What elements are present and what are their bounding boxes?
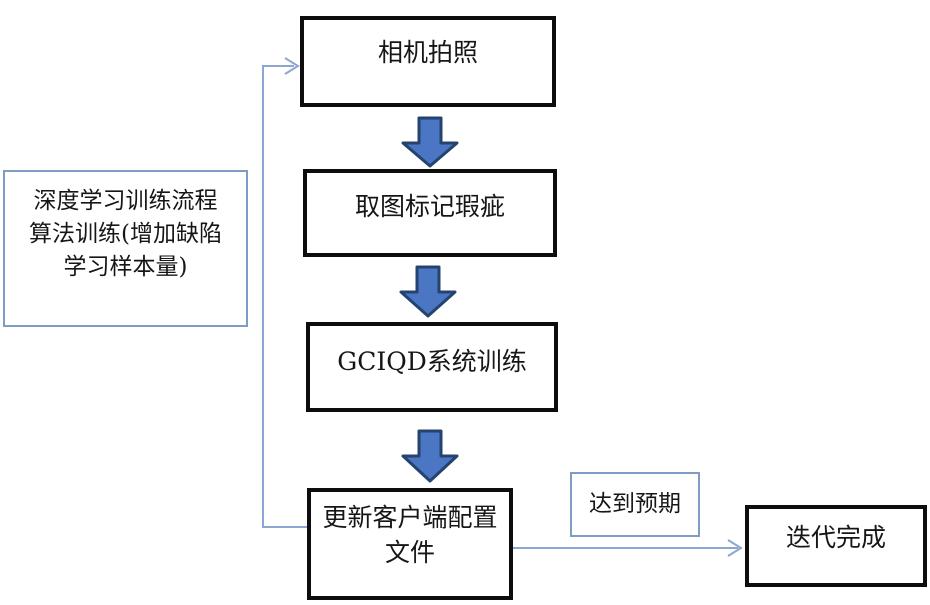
flow-node-system-training: GCIQD系统训练: [306, 322, 558, 412]
flow-node-label: 取图标记瑕疵: [354, 192, 505, 221]
down-arrow-icon: [401, 116, 459, 168]
flow-node-mark-defects: 取图标记瑕疵: [303, 169, 557, 257]
process-note-box: 深度学习训练流程 算法训练(增加缺陷 学习样本量): [3, 170, 248, 327]
process-note-line: 算法训练(增加缺陷: [29, 221, 222, 247]
flow-node-update-config: 更新客户端配置 文件: [307, 488, 513, 600]
down-arrow-icon: [399, 265, 457, 318]
expectation-label-box: 达到预期: [570, 472, 700, 537]
flow-node-label: 迭代完成: [785, 523, 886, 552]
flow-node-label: 相机拍照: [377, 38, 478, 67]
feedback-connector-line: [262, 65, 307, 528]
flow-node-label: GCIQD系统训练: [337, 347, 527, 376]
down-arrow-icon: [401, 429, 459, 483]
process-note-line: 深度学习训练流程: [33, 188, 218, 214]
flow-node-iteration-done: 迭代完成: [745, 505, 927, 587]
flow-node-camera: 相机拍照: [300, 16, 556, 107]
flow-node-label: 更新客户端配置: [322, 503, 498, 532]
feedback-arrowhead-icon: [284, 57, 300, 75]
flow-node-label: 文件: [384, 538, 435, 567]
done-arrowhead-icon: [727, 539, 743, 557]
process-note-line: 学习样本量): [63, 254, 188, 280]
expectation-label: 达到预期: [589, 491, 681, 517]
